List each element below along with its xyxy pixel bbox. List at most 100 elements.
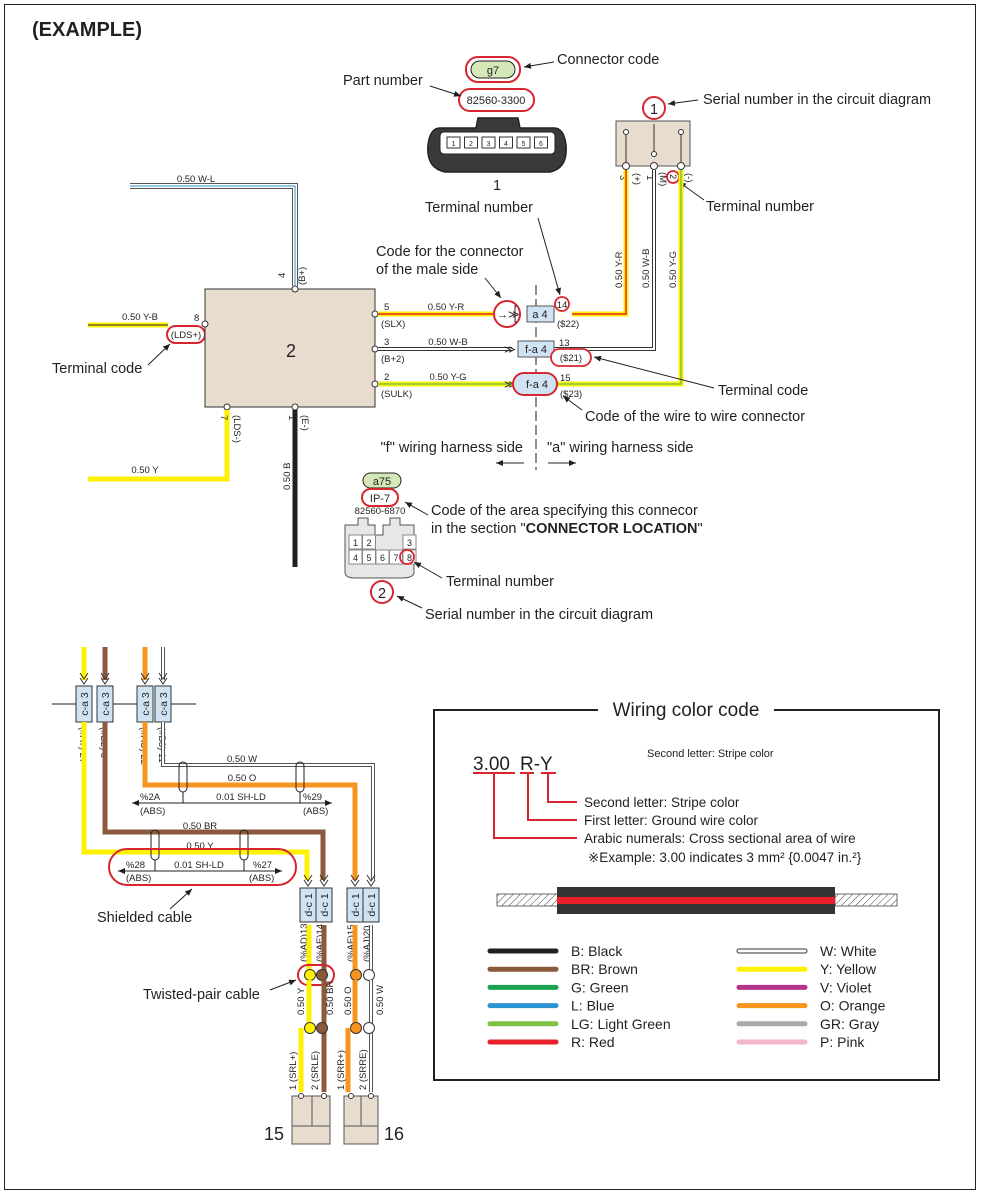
- connector-code: g7: [487, 65, 499, 77]
- terminal-label: (%AD)13: [299, 923, 310, 962]
- wire-connector-code: c-a 3: [158, 692, 170, 716]
- wire-label: 0.50 W-L: [177, 174, 215, 185]
- callout-serial: Serial number in the circuit diagram: [425, 607, 653, 623]
- wire-connector-box: [315, 887, 333, 923]
- highlight-ring: [399, 549, 415, 565]
- part-number-ring: [458, 88, 535, 112]
- male-arrow-icon: [158, 672, 168, 685]
- terminal-num: 7: [218, 415, 229, 420]
- connector-pin: [446, 136, 461, 149]
- terminal-code: (E-): [299, 415, 310, 431]
- color-label: P: Pink: [820, 1034, 865, 1050]
- callout-wire-to-wire: Code of the wire to wire connector: [585, 409, 805, 425]
- shield-terminal: %29: [303, 792, 322, 803]
- area-code: IP-7: [370, 493, 390, 505]
- wire-label: 0.50 Y: [131, 465, 159, 476]
- terminal-code: (LDS+): [171, 330, 201, 341]
- twisted-pair-ring: [297, 964, 335, 986]
- wire-label: 0.50 O: [228, 773, 257, 784]
- terminal-code: (LDS-): [231, 415, 242, 443]
- wire-connector-code: d-c 1: [350, 893, 362, 917]
- sample-code: R-Y: [520, 754, 553, 775]
- color-label: L: Blue: [571, 998, 615, 1014]
- terminal-num: 2: [667, 174, 678, 179]
- component-15-label: 15: [264, 1124, 284, 1144]
- page-frame: [4, 4, 976, 1190]
- component-2-body: [204, 288, 376, 408]
- svg-text:≫: ≫: [504, 379, 516, 391]
- terminal-num: 3: [384, 337, 389, 348]
- component-15: [291, 1095, 331, 1145]
- shield-wire-label: 0.01 SH-LD: [174, 860, 224, 871]
- callout-part-number: Part number: [343, 73, 423, 89]
- wire-connector-code: f-a 4: [525, 344, 547, 356]
- terminal-code: ($23): [560, 389, 582, 400]
- callout-male-side: of the male side: [376, 262, 478, 278]
- wire-label: 0.50 Y: [296, 987, 307, 1015]
- terminal-num: 1: [286, 415, 297, 420]
- terminal-num: 8: [194, 313, 199, 324]
- serial-ring: [642, 96, 666, 120]
- wire-label: 0.50 W: [375, 985, 386, 1015]
- wire-label: 0.50 W: [227, 754, 257, 765]
- connector-pin: [481, 136, 496, 149]
- connector-pin: [499, 136, 513, 149]
- pin-number: 6: [539, 141, 543, 148]
- wire-connector-code: d-c 1: [366, 893, 378, 917]
- terminal-num: 14: [557, 300, 568, 311]
- wire-connector-code: c-a 3: [79, 692, 91, 716]
- terminal-label: 2 (SRRE): [358, 1049, 369, 1090]
- wire-label: 0.50 Y-G: [430, 372, 467, 383]
- terminal-code: (M): [657, 172, 668, 186]
- male-arrow-icon: [366, 874, 376, 887]
- callout-area-code-2: in the section "CONNECTOR LOCATION": [431, 521, 703, 537]
- legend-line: Second letter: Stripe color: [584, 795, 740, 810]
- callout-terminal-code: Terminal code: [718, 383, 808, 399]
- terminal-code: (SLX): [381, 319, 405, 330]
- pin-number: 7: [393, 553, 398, 563]
- connector-pin: [362, 534, 376, 550]
- callout-serial: Serial number in the circuit diagram: [703, 92, 931, 108]
- legend-example: ※Example: 3.00 indicates 3 mm² {0.0047 i…: [588, 850, 862, 865]
- pin-number: 5: [366, 553, 371, 563]
- wire-connector-code: c-a 3: [100, 692, 112, 716]
- connector-code-badge: [470, 60, 516, 79]
- color-label: Y: Yellow: [820, 961, 877, 977]
- callout-terminal-code: Terminal code: [52, 361, 142, 377]
- connector-pin: [516, 136, 531, 149]
- terminal-code: (B+2): [381, 354, 405, 365]
- terminal-num: 2: [384, 372, 389, 383]
- wire-connector-code: d-c 1: [303, 893, 315, 917]
- callout-area-code: Code of the area specifying this conneco…: [431, 503, 698, 519]
- shield-terminal: %28: [126, 860, 145, 871]
- male-arrow-icon: [350, 874, 360, 887]
- terminal-label: 1 (SRR+): [336, 1050, 347, 1090]
- shield-terminal-sub: (ABS): [249, 873, 274, 884]
- lower-harness: c-a 3(#AT) 27c-a 3(#B2) 8c-a 3(#AU) 22c-…: [52, 647, 404, 1145]
- terminal-code: ($21): [560, 353, 582, 364]
- callout-shielded-cable: Shielded cable: [97, 910, 192, 926]
- pin-number: 3: [407, 538, 412, 548]
- terminal-num: 5: [384, 302, 389, 313]
- color-label: V: Violet: [820, 979, 871, 995]
- terminal-num: 1: [644, 175, 655, 180]
- component-serial: 1: [650, 102, 658, 118]
- terminal-code: (-): [683, 173, 694, 183]
- shield-terminal-sub: (ABS): [140, 806, 165, 817]
- terminal-label: (%AJ)20: [362, 926, 373, 962]
- part-number: 82560-3300: [467, 95, 526, 107]
- color-code-legend: Wiring color code 3.00 R-Y Second letter…: [433, 696, 940, 1081]
- shield-terminal: %2A: [140, 792, 161, 803]
- wire-connector-code: a 4: [532, 309, 547, 321]
- a-harness-side-label: "a" wiring harness side: [547, 440, 694, 456]
- wires-top: 0.50 W-L 4 (B+) 0.50 Y-B 8 (LDS+) Termin…: [52, 170, 808, 567]
- terminal-label: (%AF)15: [346, 925, 357, 962]
- callout-terminal-number: Terminal number: [706, 199, 814, 215]
- wire-connector: ≫ f-a 4 15 ($23): [504, 372, 582, 400]
- terminal-num: 3: [617, 175, 628, 180]
- sample-number: 3.00: [473, 754, 510, 775]
- pin-number: 1: [452, 141, 456, 148]
- pin-number: 6: [380, 553, 385, 563]
